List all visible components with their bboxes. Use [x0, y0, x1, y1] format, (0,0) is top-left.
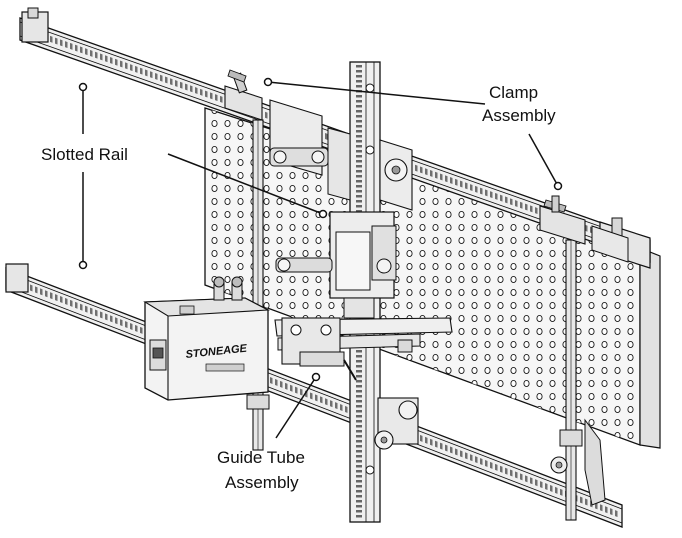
slotted-rail-label: Slotted Rail — [41, 145, 128, 164]
perforated-plate — [204, 107, 661, 449]
guide-tube-label-line2: Assembly — [225, 473, 299, 492]
right-support-post — [550, 239, 606, 521]
guide-tube-label-line1: Guide Tube — [217, 448, 305, 467]
guide-tube-assembly — [274, 317, 453, 381]
drive-box: STONEAGE — [143, 276, 271, 401]
callout-labels: Clamp Assembly Slotted Rail Guide Tube A… — [41, 83, 556, 492]
callout-leaders — [78, 77, 563, 439]
center-carriage — [275, 211, 397, 319]
rail-bracket-top — [327, 127, 413, 211]
clamp-assembly-label-line2: Assembly — [482, 106, 556, 125]
clamp-assembly-label-line1: Clamp — [489, 83, 538, 102]
lower-roller — [374, 397, 419, 450]
clamp-assembly-right — [539, 195, 629, 263]
left-support-post — [246, 119, 270, 451]
clamp-assembly-left — [224, 69, 329, 176]
